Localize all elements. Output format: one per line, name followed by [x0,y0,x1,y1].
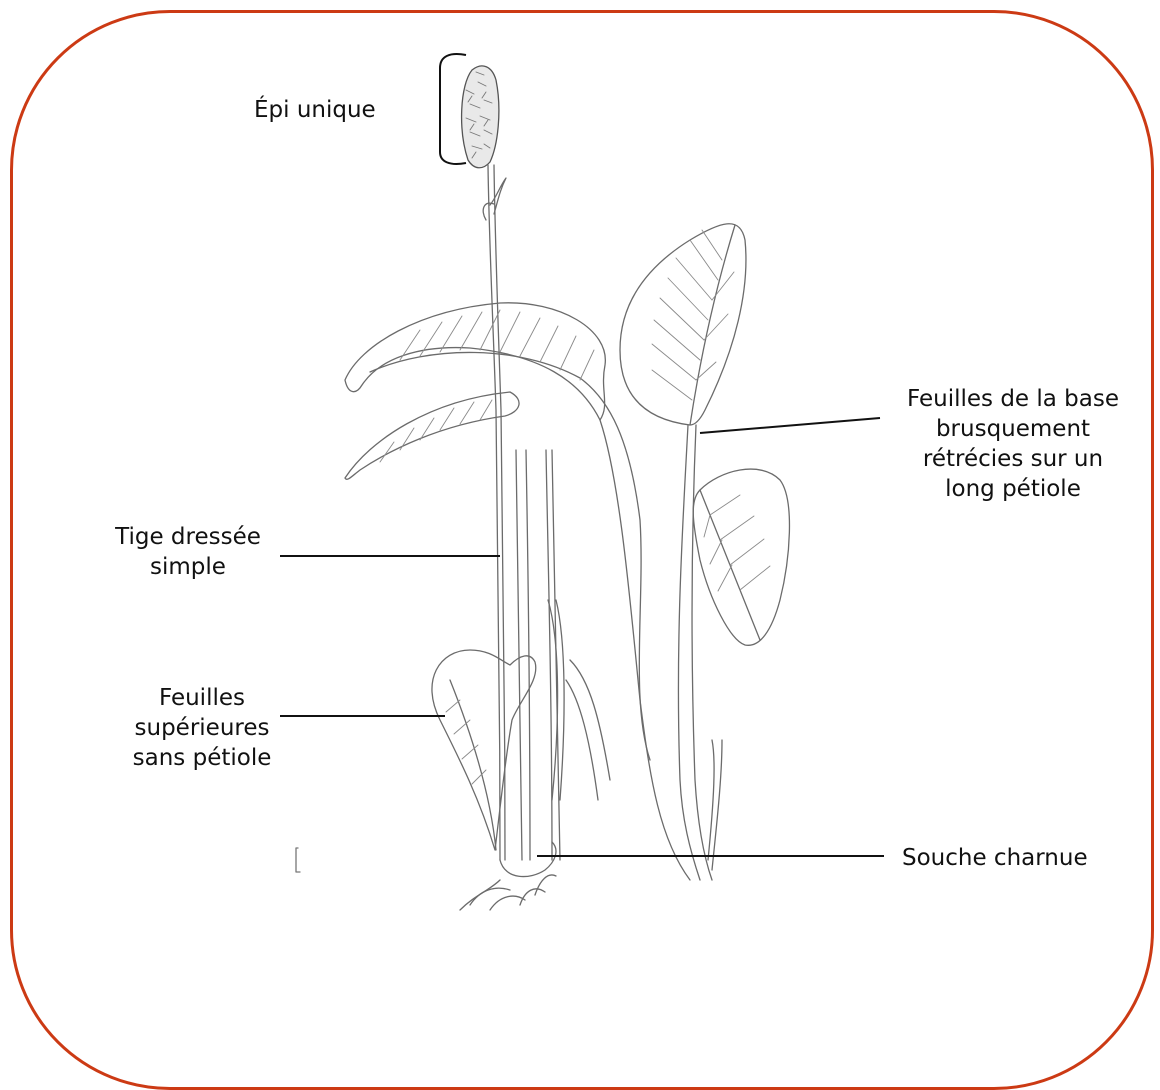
label-sup-line-3: sans pétiole [124,743,280,773]
label-tige-line-2: simple [98,552,278,582]
leader-line-base [700,418,880,433]
label-base-line-3: rétrécies sur un [868,444,1158,474]
label-base-line-1: Feuilles de la base [868,384,1158,414]
leaf-lower-left [345,392,519,479]
leaf-tall-right [620,224,746,880]
label-epi-text: Épi unique [254,97,376,123]
flower-spike [462,66,499,168]
label-epi-unique: Épi unique [254,95,376,125]
leaf-heart-right [693,469,789,870]
label-tige-line-1: Tige dressée [98,522,278,552]
label-sup-line-2: supérieures [124,713,280,743]
leaf-petioles [516,420,690,880]
label-base-line-4: long pétiole [868,474,1158,504]
label-feuilles-base: Feuilles de la base brusquement rétrécie… [868,384,1158,504]
label-base-line-2: brusquement [868,414,1158,444]
label-sup-line-1: Feuilles [124,683,280,713]
label-souche-text: Souche charnue [902,845,1088,871]
label-tige: Tige dressée simple [98,522,278,582]
label-feuilles-superieures: Feuilles supérieures sans pétiole [124,683,280,773]
rootstock [460,842,556,910]
label-souche: Souche charnue [902,843,1088,873]
main-stem [483,165,506,860]
diagram-canvas: Épi unique Feuilles de la base brusqueme… [0,0,1160,1014]
